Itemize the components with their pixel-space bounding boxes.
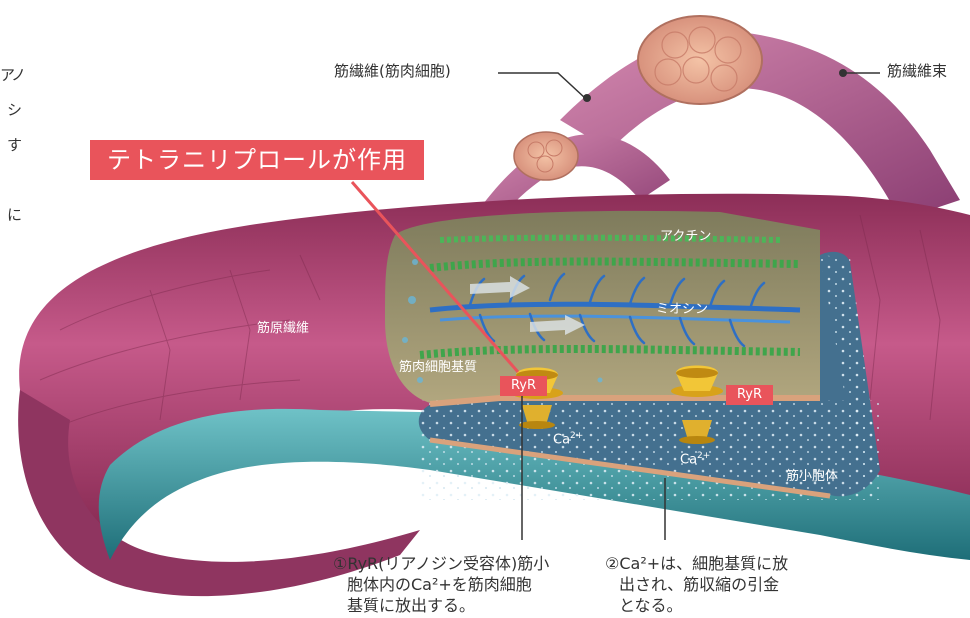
sidebar-char: ア bbox=[0, 58, 11, 93]
ca-charge: 2+ bbox=[570, 431, 583, 441]
caption-calcium: ②Ca²+は、細胞基質に放 出され、筋収縮の引金 となる。 bbox=[605, 553, 788, 616]
sidebar-text-fragment: アノ シ す に bbox=[0, 58, 22, 233]
sidebar-char: ノ bbox=[11, 58, 22, 93]
leader-line-muscle-fiber bbox=[498, 73, 585, 98]
label-myosin: ミオシン bbox=[656, 303, 708, 316]
caption-line: ②Ca²+は、細胞基質に放 bbox=[605, 553, 788, 574]
ryr-tag-1: RyR bbox=[500, 376, 547, 396]
ca-charge: 2+ bbox=[697, 451, 710, 461]
fiber-bundle-cross-section bbox=[638, 16, 762, 104]
caption-line: 出され、筋収縮の引金 bbox=[605, 574, 788, 595]
ca-text: Ca bbox=[553, 432, 570, 447]
label-calcium-2: Ca2+ bbox=[680, 452, 710, 466]
sidebar-char: シ bbox=[0, 93, 22, 128]
sidebar-char bbox=[0, 163, 22, 198]
caption-ryr: ①RyR(リアノジン受容体)筋小 胞体内のCa²+を筋肉細胞 基質に放出する。 bbox=[333, 553, 549, 616]
caption-line: ①RyR(リアノジン受容体)筋小 bbox=[333, 553, 549, 574]
label-calcium-1: Ca2+ bbox=[553, 432, 583, 446]
sidebar-char: に bbox=[0, 198, 22, 233]
ryr-tag-2: RyR bbox=[726, 385, 773, 405]
sidebar-char: す bbox=[0, 128, 22, 163]
label-actin: アクチン bbox=[660, 230, 711, 243]
ca-text: Ca bbox=[680, 452, 697, 467]
tetraniliprole-banner: テトラニリプロールが作用 bbox=[90, 140, 424, 180]
label-myofibril: 筋原繊維 bbox=[257, 322, 309, 335]
label-sarcoplasmic-reticulum: 筋小胞体 bbox=[786, 470, 838, 483]
label-fiber-bundle: 筋繊維束 bbox=[887, 64, 947, 79]
caption-line: となる。 bbox=[605, 595, 788, 616]
label-cytoplasm: 筋肉細胞基質 bbox=[399, 361, 477, 374]
caption-line: 胞体内のCa²+を筋肉細胞 bbox=[333, 574, 549, 595]
caption-line: 基質に放出する。 bbox=[333, 595, 549, 616]
label-muscle-fiber: 筋繊維(筋肉細胞) bbox=[334, 64, 451, 79]
